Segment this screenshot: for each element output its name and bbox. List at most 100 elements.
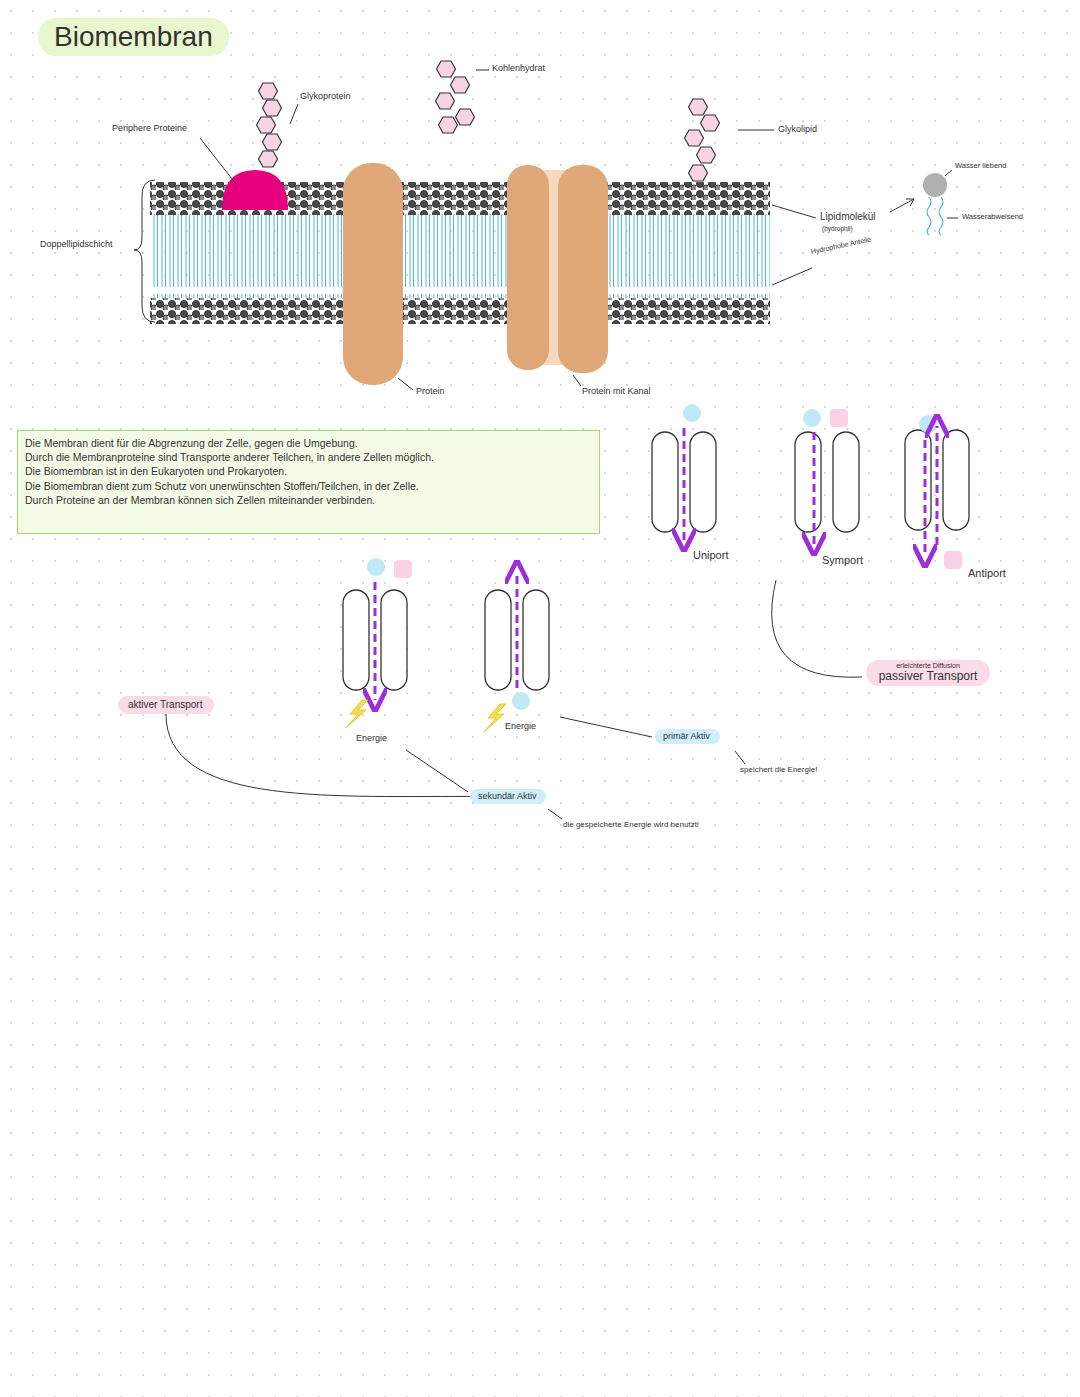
leader-lines-part bbox=[290, 104, 298, 124]
transporters-part bbox=[833, 432, 859, 532]
particles-part bbox=[394, 560, 412, 578]
part-label: Kohlenhydrat bbox=[492, 63, 545, 73]
transport-arrows-part bbox=[924, 440, 927, 556]
node-text: Die Biomembran ist in den Eukaryoten und… bbox=[25, 464, 592, 478]
lipid-molecule-icon-part bbox=[890, 199, 914, 212]
particles-part bbox=[803, 409, 821, 427]
particles-part bbox=[919, 415, 937, 433]
node-text: Durch Proteine an der Membran können sic… bbox=[25, 493, 592, 507]
leader-lines-part bbox=[772, 205, 816, 218]
active-transport-pill: aktiver Transport bbox=[118, 696, 214, 714]
membrane-proteins bbox=[222, 163, 608, 385]
note-box: Die Membran dient für die Abgrenzung der… bbox=[17, 430, 600, 534]
node-text: Durch die Membranproteine sind Transport… bbox=[25, 450, 592, 464]
membrane-proteins-part bbox=[558, 165, 608, 373]
part-label: Wasserabweisend bbox=[962, 213, 1023, 222]
leader-lines-part bbox=[398, 378, 413, 390]
sugar-chains-part bbox=[259, 83, 278, 99]
leader-lines-part bbox=[560, 717, 652, 737]
leader-lines-part bbox=[945, 170, 952, 176]
sugar-chains-part bbox=[689, 99, 708, 115]
sugar-chains bbox=[257, 61, 720, 181]
particles-part bbox=[512, 692, 530, 710]
transport-arrows-part bbox=[683, 428, 686, 540]
transport-arrows-part bbox=[516, 572, 519, 688]
part-label: speichert die Energie! bbox=[740, 765, 817, 774]
sugar-chains-part bbox=[697, 147, 716, 163]
primary-active-tag: primär Aktiv bbox=[655, 729, 720, 744]
leader-lines-part bbox=[573, 375, 581, 386]
leader-lines-part bbox=[738, 130, 774, 131]
part-label: Glykolipid bbox=[778, 124, 817, 134]
lipid-molecule-icon-part bbox=[927, 197, 943, 235]
part-label: Glykoprotein bbox=[300, 91, 351, 101]
leader-lines-part bbox=[947, 218, 958, 219]
secondary-active-tag: sekundär Aktiv bbox=[470, 789, 546, 804]
energy-bolts-part bbox=[346, 700, 368, 728]
sugar-chains-part bbox=[263, 134, 282, 150]
lipid-molecule-icon-part bbox=[923, 173, 947, 197]
passive-transport-pill: erleichterte Diffusionpassiver Transport bbox=[866, 660, 990, 686]
transporters-part bbox=[343, 590, 369, 690]
particles-part bbox=[683, 404, 701, 422]
sugar-chains-part bbox=[689, 165, 708, 181]
part-label: Uniport bbox=[693, 549, 728, 562]
part-label: die gespeicherte Energie wird benutzt! bbox=[563, 820, 699, 829]
node-text: aktiver Transport bbox=[128, 699, 204, 711]
node-text: Die Membran dient für die Abgrenzung der… bbox=[25, 436, 592, 450]
part-label: Energie bbox=[356, 733, 387, 743]
transport-arrows-part bbox=[813, 432, 816, 544]
lipid-bilayer-part bbox=[150, 215, 770, 298]
particles-part bbox=[830, 409, 848, 427]
transporters-part bbox=[485, 590, 511, 690]
particles-part bbox=[367, 558, 385, 576]
page-title: Biomembran bbox=[38, 18, 229, 56]
transporters-part bbox=[381, 590, 407, 690]
connector-curve bbox=[166, 714, 470, 797]
membrane-proteins-part bbox=[343, 163, 403, 385]
leader-lines-part bbox=[772, 268, 812, 285]
sugar-chains-part bbox=[439, 117, 458, 133]
membrane-proteins-part bbox=[222, 170, 288, 210]
node-text: sekundär Aktiv bbox=[478, 791, 538, 802]
part-label: Periphere Proteine bbox=[112, 123, 187, 133]
sugar-chains-part bbox=[685, 130, 704, 146]
part-label: Protein bbox=[416, 386, 445, 396]
part-label: (hydrophil) bbox=[822, 225, 853, 232]
part-label: Lipidmolekül bbox=[820, 211, 876, 223]
transporters-part bbox=[652, 432, 678, 532]
sugar-chains-part bbox=[436, 93, 455, 109]
leader-lines-part bbox=[406, 750, 468, 792]
part-label: Symport bbox=[822, 554, 863, 567]
transporters-part bbox=[523, 590, 549, 690]
part-label: Energie bbox=[505, 721, 536, 731]
leader-lines-part bbox=[548, 809, 562, 819]
part-label: Wasser liebend bbox=[955, 162, 1006, 171]
node-text: erleichterte Diffusion bbox=[878, 662, 978, 670]
part-label: Doppellipidschicht bbox=[40, 239, 113, 249]
leader-lines-part bbox=[772, 580, 862, 677]
part-label: Antiport bbox=[968, 567, 1006, 580]
sugar-chains-part bbox=[451, 77, 470, 93]
node-text: primär Aktiv bbox=[663, 731, 712, 742]
transporters-part bbox=[943, 430, 969, 530]
sugar-chains-part bbox=[456, 109, 475, 125]
transporters-part bbox=[795, 432, 821, 532]
sugar-chains-part bbox=[701, 115, 720, 131]
leader-lines-part bbox=[476, 70, 489, 71]
part-label: Hydrophobe Anteile bbox=[810, 235, 871, 256]
leader-lines-part bbox=[735, 751, 745, 764]
particles-part bbox=[944, 551, 962, 569]
lipid-bilayer-part bbox=[150, 298, 770, 324]
node-text: passiver Transport bbox=[878, 670, 978, 683]
sugar-chains-part bbox=[437, 61, 456, 77]
sugar-chains-part bbox=[259, 151, 278, 167]
transport-arrows-part bbox=[936, 426, 939, 545]
transporters-part bbox=[905, 430, 931, 530]
sugar-chains-part bbox=[263, 100, 282, 116]
leader-lines-part bbox=[200, 138, 236, 184]
lipid-molecule-icon bbox=[890, 173, 947, 235]
leader-lines-part bbox=[134, 180, 155, 322]
energy-bolts bbox=[346, 700, 506, 732]
sugar-chains-part bbox=[257, 117, 276, 133]
